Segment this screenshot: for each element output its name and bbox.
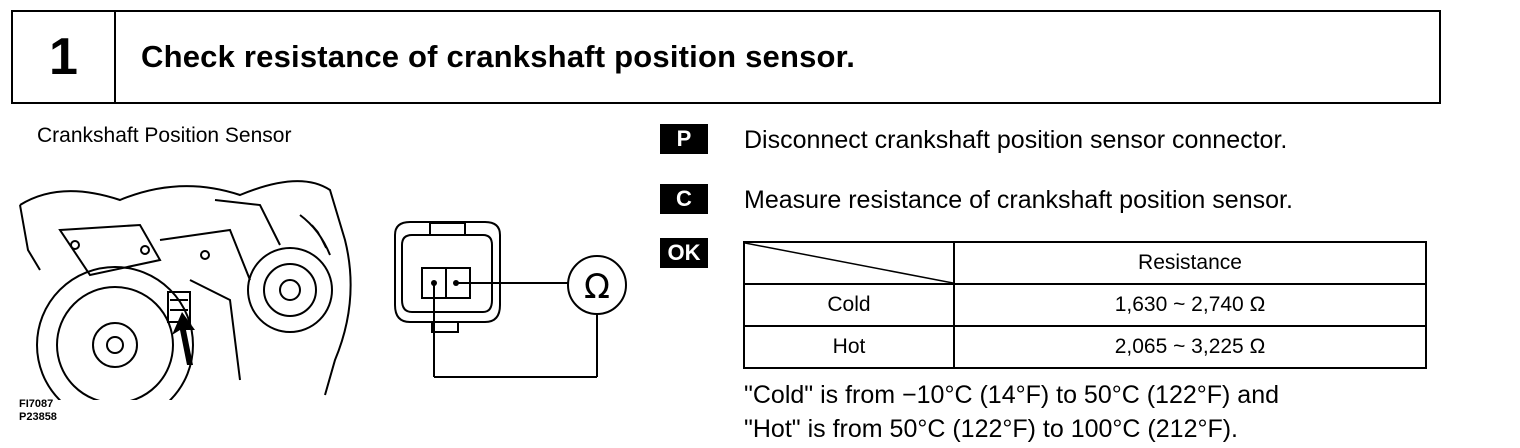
sensor-arrow-icon bbox=[172, 312, 195, 365]
table-row-value: 2,065 ~ 3,225 Ω bbox=[953, 325, 1427, 369]
table-row-label: Hot bbox=[743, 325, 955, 369]
table-corner-cell bbox=[743, 241, 955, 285]
figure-code: FI7087 P23858 bbox=[19, 398, 57, 424]
diagonal-line-icon bbox=[745, 243, 953, 283]
badge-ok: OK bbox=[660, 238, 708, 268]
instruction-disconnect: Disconnect crankshaft position sensor co… bbox=[744, 126, 1288, 154]
resistance-table: Resistance Cold 1,630 ~ 2,740 Ω Hot 2,06… bbox=[743, 241, 1427, 369]
table-header-resistance: Resistance bbox=[953, 241, 1427, 285]
badge-p: P bbox=[660, 124, 708, 154]
figure-code-2: P23858 bbox=[19, 411, 57, 423]
table-row: Hot 2,065 ~ 3,225 Ω bbox=[743, 325, 1427, 369]
sensor-illustration: Ω bbox=[19, 180, 627, 400]
table-header-row: Resistance bbox=[743, 241, 1427, 285]
step-header: 1 Check resistance of crankshaft positio… bbox=[11, 10, 1441, 104]
note-line-1: "Cold" is from −10°C (14°F) to 50°C (122… bbox=[744, 381, 1280, 409]
temperature-note: "Cold" is from −10°C (14°F) to 50°C (122… bbox=[744, 378, 1279, 446]
figure-code-1: FI7087 bbox=[19, 398, 54, 410]
table-row-label: Cold bbox=[743, 283, 955, 327]
figure-label: Crankshaft Position Sensor bbox=[37, 124, 292, 147]
table-row-value: 1,630 ~ 2,740 Ω bbox=[953, 283, 1427, 327]
step-title: Check resistance of crankshaft position … bbox=[141, 39, 856, 74]
badge-c: C bbox=[660, 184, 708, 214]
note-line-2: "Hot" is from 50°C (122°F) to 100°C (212… bbox=[744, 415, 1239, 443]
instruction-measure: Measure resistance of crankshaft positio… bbox=[744, 186, 1293, 214]
step-number: 1 bbox=[13, 12, 116, 102]
ohm-icon: Ω bbox=[584, 267, 610, 307]
table-row: Cold 1,630 ~ 2,740 Ω bbox=[743, 283, 1427, 327]
